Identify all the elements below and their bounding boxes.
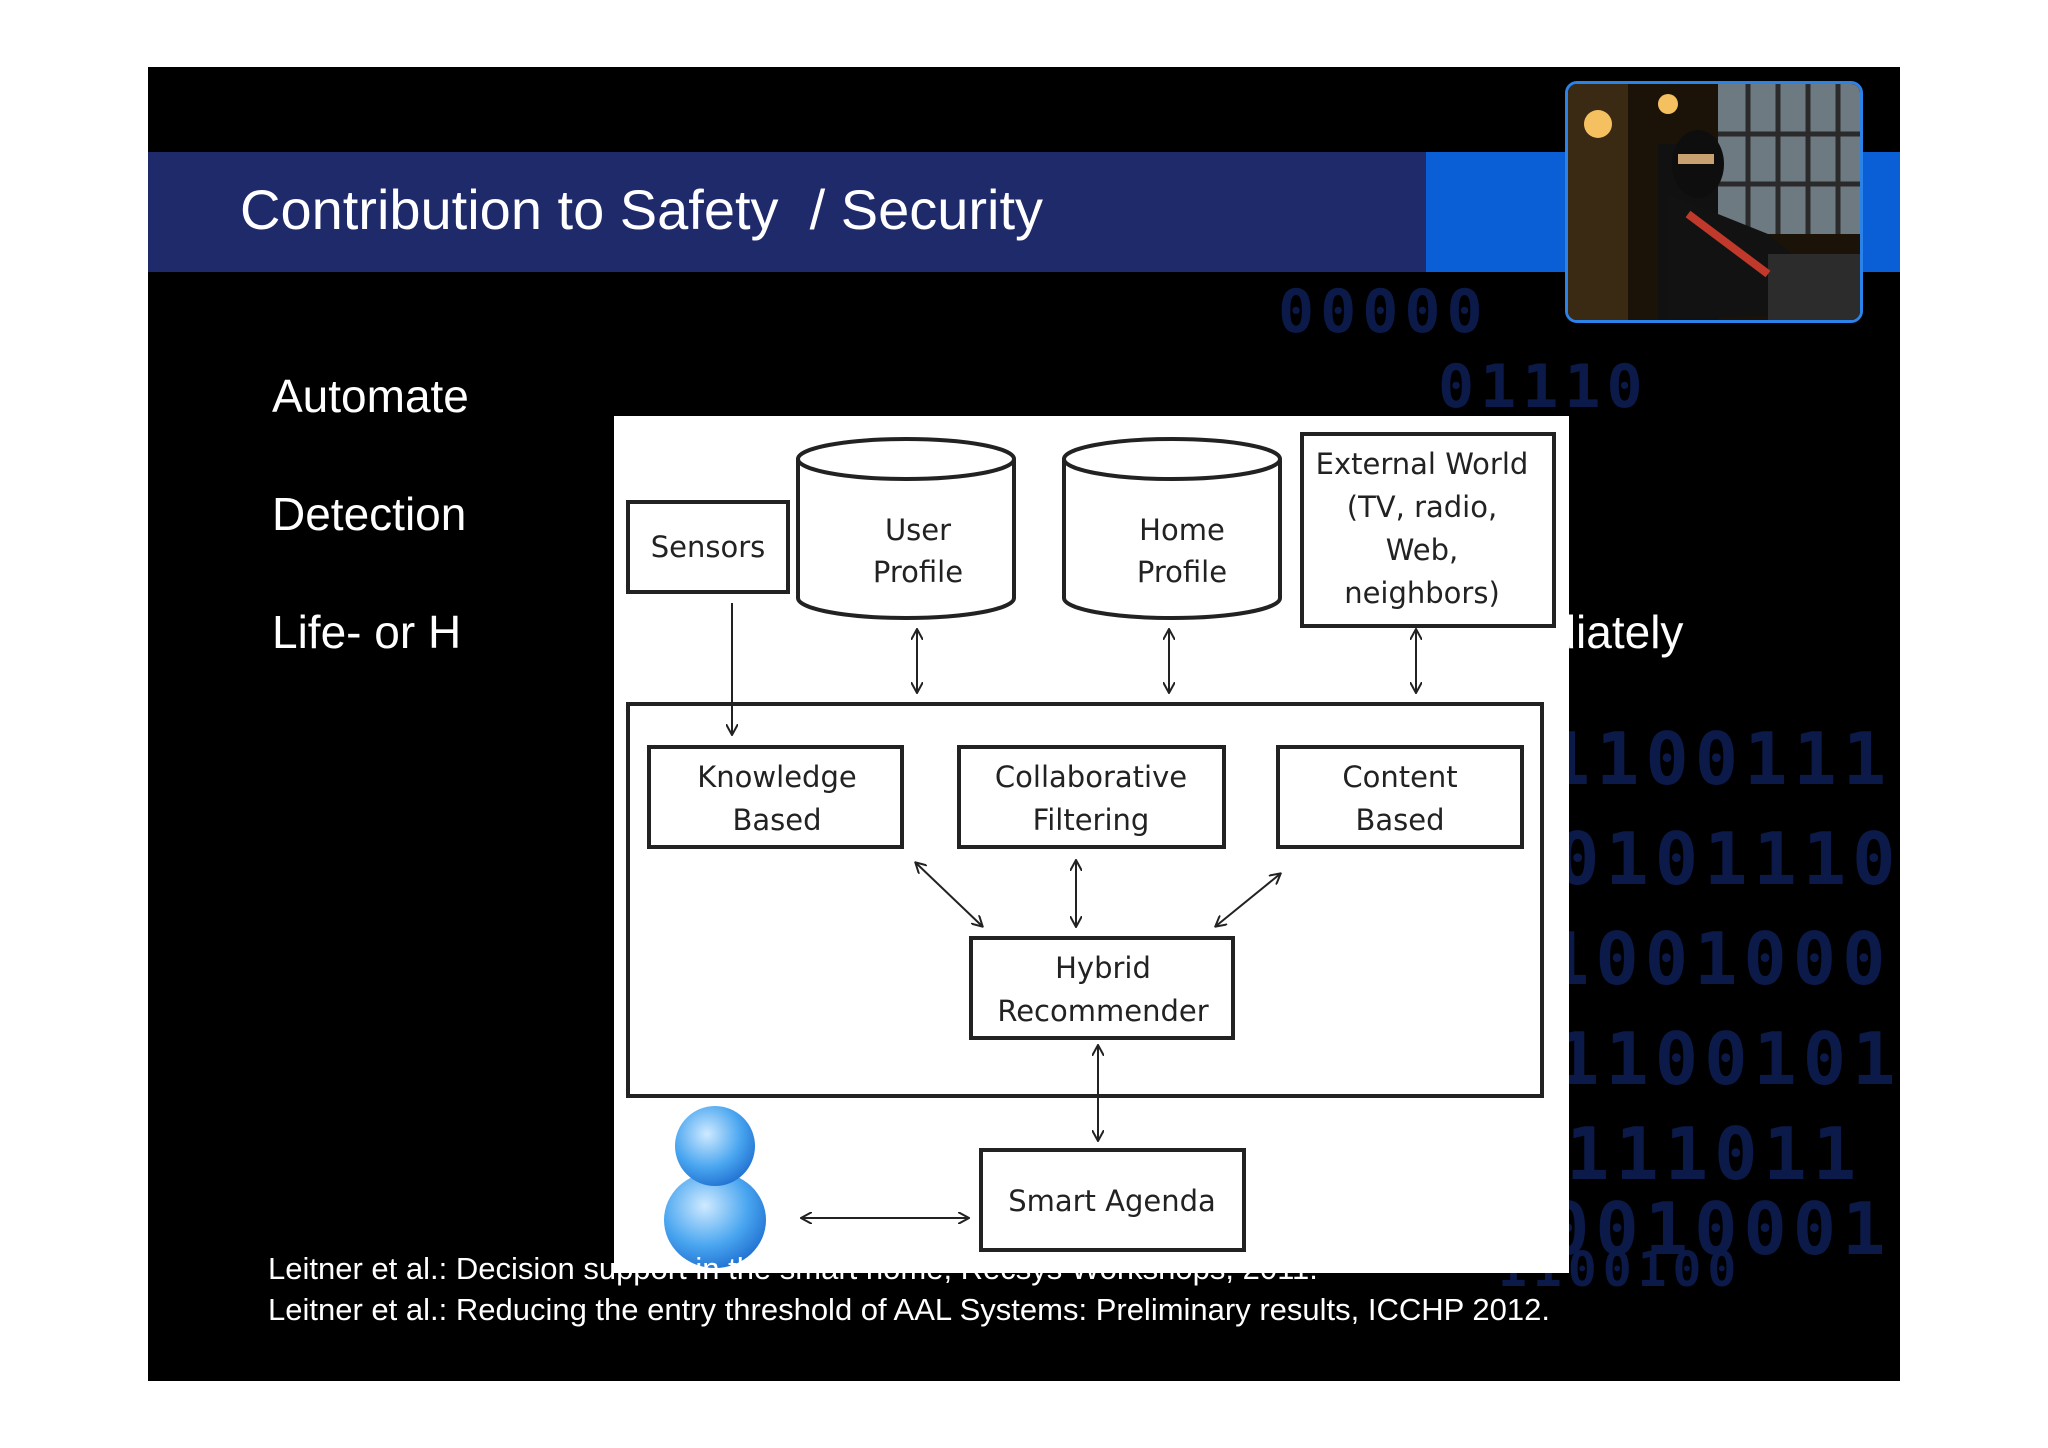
reference-2: Leitner et al.: Reducing the entry thres… [268,1292,1550,1327]
collaborative-filtering-line2: Filtering [1033,803,1150,837]
content-based-line2: Based [1355,803,1444,837]
burglar-photo [1565,81,1863,323]
collaborative-filtering-box: Collaborative Filtering [957,745,1226,849]
knowledge-hybrid-arrow [916,863,982,926]
smart-agenda-box: Smart Agenda [979,1148,1246,1252]
knowledge-based-line1: Knowledge [697,760,856,794]
content-based-box: Content Based [1276,745,1524,849]
content-based-line1: Content [1342,760,1457,794]
hybrid-recommender-box: Hybrid Recommender [969,936,1235,1040]
slide: 00000 01110 001100111 00101011100 011100… [148,67,1900,1381]
home-profile-database: Home Profile [1062,437,1282,620]
user-profile-label-line2: Profile [873,555,963,589]
external-world-line2: (TV, radio, [1347,490,1497,524]
hybrid-recommender-line1: Hybrid [1055,951,1151,985]
external-world-line4: neighbors) [1344,576,1500,610]
bullet-detection: Detection [272,488,467,540]
collaborative-filtering-line1: Collaborative [995,760,1187,794]
smart-agenda-label: Smart Agenda [1008,1184,1216,1218]
external-world-line3: Web, [1386,533,1458,567]
user-profile-label-line1: User [885,513,951,547]
hybrid-recommender-line2: Recommender [997,994,1208,1028]
sensors-label: Sensors [651,530,766,564]
sensors-box: Sensors [626,500,790,594]
user-icon [664,1106,766,1268]
binary-background: 00000 [1278,277,1489,347]
reference-1: Leitner et al.: Decision support in the … [268,1251,1318,1286]
recommender-container [626,702,1544,1098]
title-band [148,152,1426,272]
knowledge-based-line2: Based [732,803,821,837]
content-hybrid-arrow [1216,874,1280,926]
bullet-life: Life- or H [272,606,462,658]
slide-title: Contribution to Safety / Security [240,178,1044,241]
home-profile-label-line1: Home [1139,513,1225,547]
recommender-diagram: Sensors User Profile Home Profile Extern… [614,416,1569,1273]
external-world-box: External World (TV, radio, Web, neighbor… [1300,432,1556,628]
external-world-line1: External World [1316,447,1529,481]
bullet-automate: Automate [272,370,469,422]
knowledge-based-box: Knowledge Based [647,745,904,849]
home-profile-label-line2: Profile [1137,555,1227,589]
user-profile-database: User Profile [796,437,1016,620]
